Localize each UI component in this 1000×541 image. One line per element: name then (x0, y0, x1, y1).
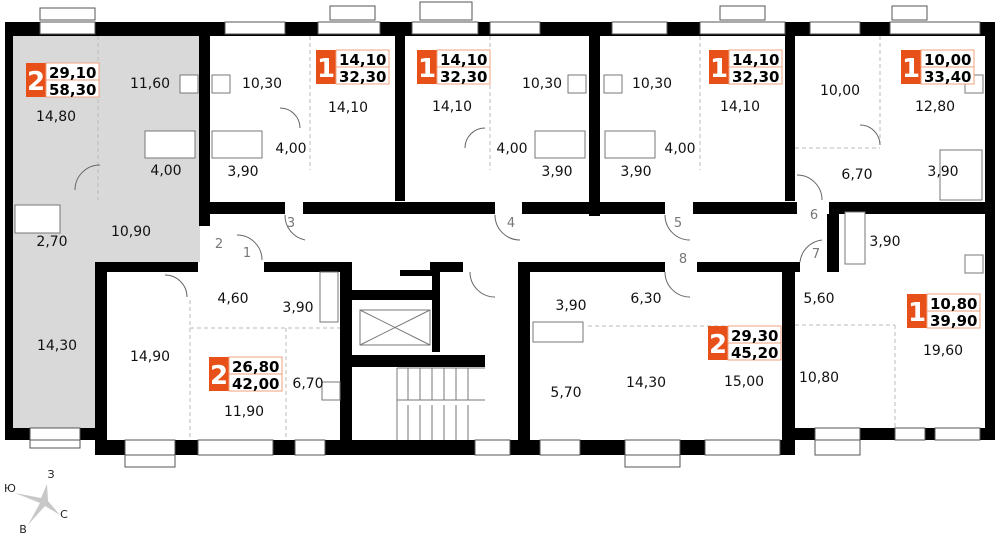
windows (29, 1, 981, 468)
room-area: 6,70 (292, 376, 323, 392)
room-area: 3,90 (541, 164, 572, 180)
badge-total-area: 33,40 (924, 68, 971, 86)
room-area: 4,60 (217, 291, 248, 307)
room-area: 4,00 (275, 141, 306, 157)
badge-total-area: 58,30 (49, 81, 96, 99)
room-area: 10,30 (522, 76, 562, 92)
room-area: 14,30 (37, 338, 77, 354)
compass-east: В (19, 523, 27, 536)
apartment-badge[interactable]: 2 26,80 42,00 (209, 356, 283, 393)
badge-living-area: 14,10 (339, 51, 386, 69)
badge-total-area: 32,30 (440, 68, 487, 86)
compass-south: Ю (4, 482, 16, 495)
room-area: 3,90 (227, 164, 258, 180)
room-area: 10,00 (820, 83, 860, 99)
room-area: 14,30 (626, 375, 666, 391)
badge-rooms: 1 (418, 54, 436, 84)
door-number: 7 (812, 247, 820, 262)
apartment-badge[interactable]: 1 10,80 39,90 (907, 293, 981, 330)
room-area: 14,10 (720, 99, 760, 115)
badge-living-area: 10,00 (924, 51, 971, 69)
room-area: 12,80 (915, 99, 955, 115)
room-area: 10,30 (632, 76, 672, 92)
door-number: 2 (215, 237, 223, 252)
badge-total-area: 32,30 (339, 68, 386, 86)
wall-right (985, 22, 995, 440)
room-area: 14,80 (36, 109, 76, 125)
badge-total-area: 32,30 (732, 68, 779, 86)
room-area: 4,00 (664, 141, 695, 157)
door-numbers: 1 2 3 4 5 6 7 8 (215, 208, 820, 267)
room-area: 14,10 (432, 99, 472, 115)
badge-total-area: 45,20 (731, 344, 778, 362)
apartment-badge[interactable]: 1 14,10 32,30 (316, 49, 390, 86)
badge-total-area: 39,90 (930, 312, 977, 330)
badge-rooms: 2 (27, 67, 45, 97)
door-number: 5 (674, 216, 682, 231)
badge-rooms: 1 (317, 54, 335, 84)
room-area: 11,60 (130, 76, 170, 92)
door-number: 4 (507, 216, 515, 231)
room-area: 19,60 (923, 343, 963, 359)
apartment-badge[interactable]: 2 29,30 45,20 (708, 325, 782, 362)
room-area: 3,90 (927, 164, 958, 180)
room-area: 6,30 (630, 291, 661, 307)
apartment-badge[interactable]: 2 29,10 58,30 (26, 62, 100, 99)
badge-total-area: 42,00 (232, 375, 279, 393)
room-area: 4,00 (150, 163, 181, 179)
room-area: 14,90 (130, 349, 170, 365)
badge-rooms: 1 (902, 54, 920, 84)
badge-rooms: 2 (210, 361, 228, 391)
room-area: 2,70 (36, 234, 67, 250)
door-number: 6 (810, 208, 818, 223)
room-areas: 14,80 11,60 4,00 10,90 2,70 14,30 10,30 … (36, 76, 963, 420)
badge-rooms: 1 (908, 298, 926, 328)
badge-rooms: 2 (709, 330, 727, 360)
room-area: 10,30 (242, 76, 282, 92)
apartment-badge[interactable]: 1 14,10 32,30 (709, 49, 783, 86)
door-number: 3 (287, 216, 295, 231)
room-area: 4,00 (496, 141, 527, 157)
badge-living-area: 14,10 (440, 51, 487, 69)
room-area: 3,90 (620, 164, 651, 180)
wall-left (5, 22, 13, 440)
door-number: 1 (243, 246, 251, 261)
apartment-badge[interactable]: 1 10,00 33,40 (901, 49, 975, 86)
room-area: 6,70 (841, 167, 872, 183)
compass: З Ю С В (4, 468, 68, 536)
room-area: 3,90 (555, 298, 586, 314)
door-number: 8 (679, 252, 687, 267)
badge-living-area: 14,10 (732, 51, 779, 69)
room-area: 3,90 (869, 234, 900, 250)
room-area: 10,80 (799, 370, 839, 386)
badge-living-area: 29,10 (49, 64, 96, 82)
room-area: 10,90 (111, 224, 151, 240)
compass-west: З (47, 468, 54, 481)
compass-north: С (60, 508, 68, 521)
fixtures (14, 36, 984, 440)
room-area: 5,70 (550, 385, 581, 401)
room-area: 5,60 (803, 291, 834, 307)
room-area: 14,10 (328, 100, 368, 116)
badge-living-area: 26,80 (232, 358, 279, 376)
badge-rooms: 1 (710, 54, 728, 84)
room-area: 11,90 (224, 404, 264, 420)
badge-living-area: 29,30 (731, 327, 778, 345)
apartment-badge[interactable]: 1 14,10 32,30 (417, 49, 491, 86)
interior-walls (95, 36, 985, 455)
room-area: 3,90 (282, 300, 313, 316)
badge-living-area: 10,80 (930, 295, 977, 313)
room-area: 15,00 (724, 374, 764, 390)
